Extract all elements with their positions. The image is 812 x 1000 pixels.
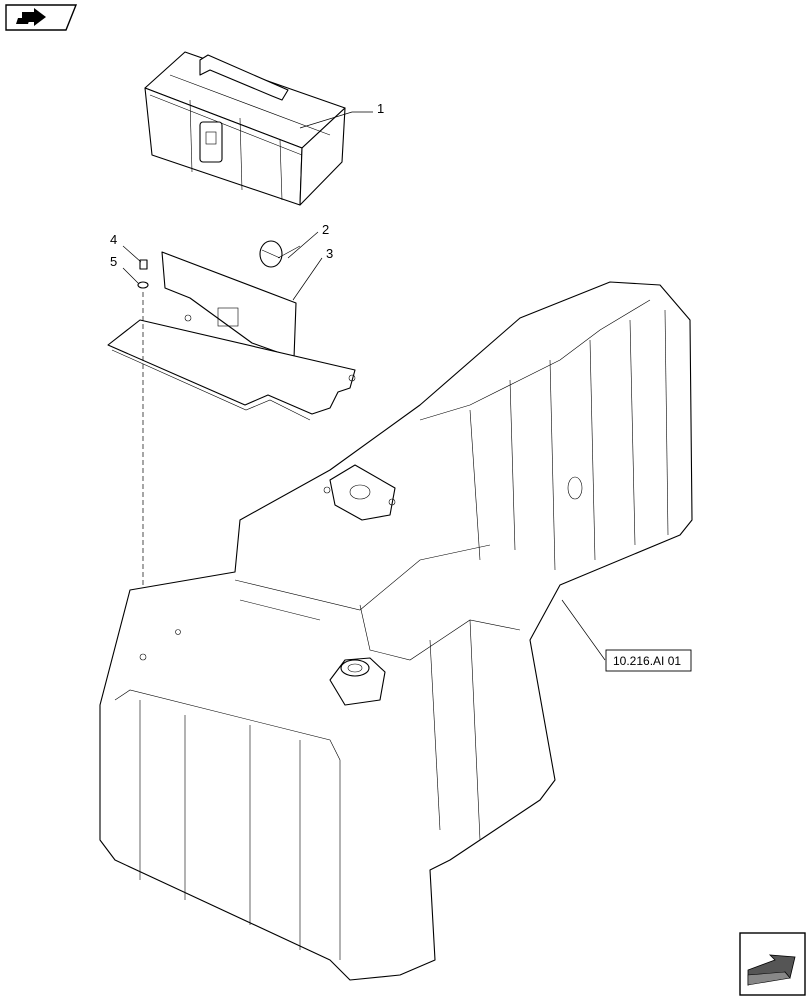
callout-5: 5 — [110, 254, 117, 269]
leader-5 — [122, 267, 139, 284]
leader-ref — [561, 599, 606, 661]
locking-pin — [259, 240, 301, 268]
callout-3: 3 — [326, 246, 333, 261]
leader-4 — [122, 245, 142, 263]
tank-assembly — [99, 281, 693, 981]
reference-label: 10.216.AI 01 — [613, 654, 681, 668]
reference-link[interactable]: 10.216.AI 01 — [605, 649, 692, 672]
mounting-bracket — [107, 251, 356, 421]
callout-2: 2 — [322, 222, 329, 237]
toolbox — [144, 51, 346, 206]
leader-1 — [299, 111, 373, 129]
callout-1: 1 — [377, 101, 384, 116]
previous-page-arrow-icon[interactable] — [5, 4, 78, 31]
callout-4: 4 — [110, 232, 117, 247]
leader-3 — [292, 257, 323, 301]
leader-2 — [287, 231, 319, 259]
next-page-arrow-icon[interactable] — [739, 932, 806, 996]
bolt — [137, 259, 149, 289]
